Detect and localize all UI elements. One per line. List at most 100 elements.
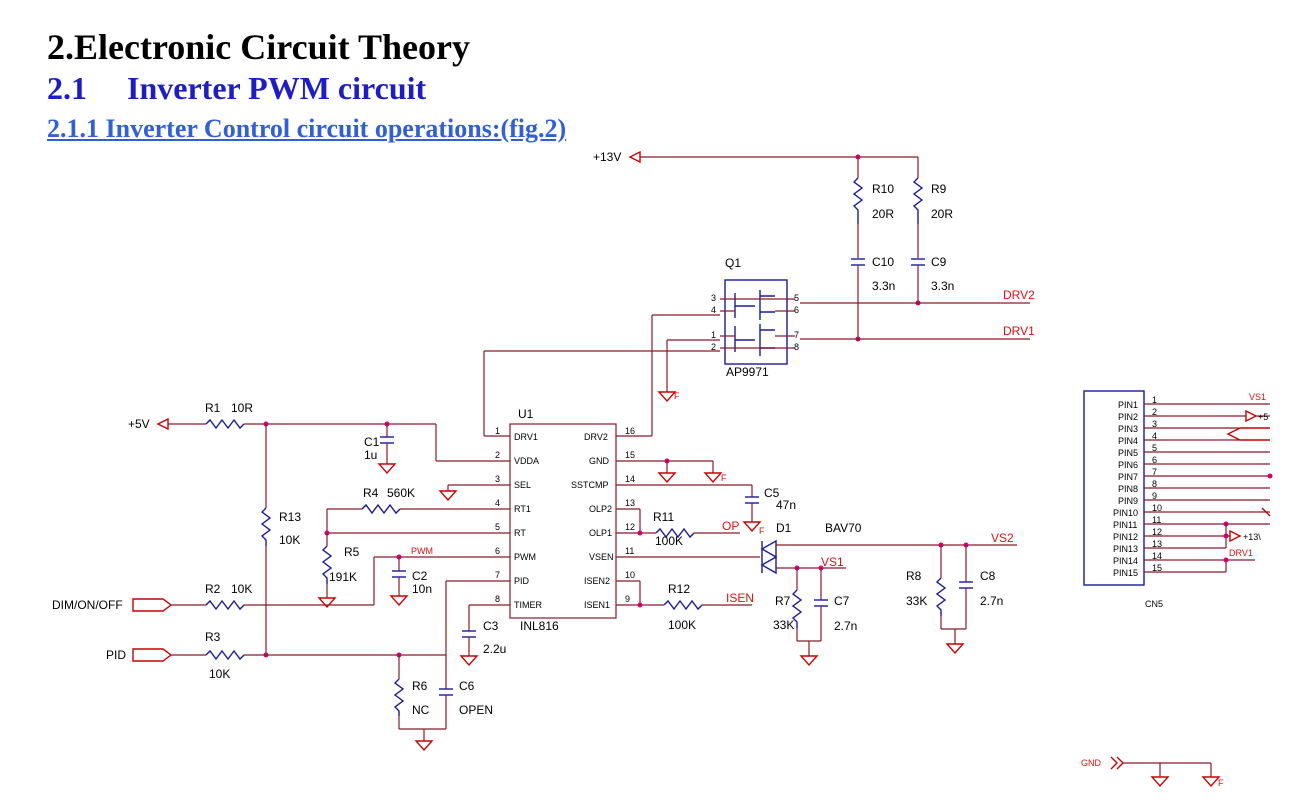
cn5-pin-num: 13 xyxy=(1152,539,1162,549)
r12-ref: R12 xyxy=(668,582,690,596)
u1-pin-name: VSEN xyxy=(589,552,614,562)
capacitor-c1 xyxy=(380,436,394,444)
ic-u1 xyxy=(509,423,617,619)
u1-pin-name: SSTCMP xyxy=(571,480,609,490)
resistor-r12 xyxy=(663,599,703,611)
u1-pin-num: 6 xyxy=(495,546,500,556)
cn5-pin-num: 12 xyxy=(1152,527,1162,537)
r4-value: 560K xyxy=(387,486,415,500)
r12-value: 100K xyxy=(668,618,696,632)
u1-pin-name: DRV2 xyxy=(584,432,608,442)
c5-value: 47n xyxy=(776,498,796,512)
u1-left-pins: 1 DRV1 2 VDDA 3 SEL 4 RT1 5 RT 6 PWM 7 P… xyxy=(495,426,542,610)
resistor-r13 xyxy=(260,507,272,546)
cn5-net-13v: +13\ xyxy=(1243,532,1261,542)
c8-value: 2.7n xyxy=(980,594,1003,608)
resistor-r9 xyxy=(912,177,924,224)
cn5-net-drv1: DRV1 xyxy=(1229,548,1253,558)
c10-value: 3.3n xyxy=(872,279,895,293)
u1-pin-name: OLP2 xyxy=(589,504,612,514)
subsubsection-title: 2.1.1 Inverter Control circuit operation… xyxy=(47,114,567,143)
net-label-pid: PID xyxy=(106,648,126,662)
q1-pin-5: 5 xyxy=(794,293,799,303)
cn5-pin-num: 1 xyxy=(1152,395,1157,405)
cn5-pin-num: 4 xyxy=(1152,431,1157,441)
q1-pin-4: 4 xyxy=(711,305,716,315)
r13-value: 10K xyxy=(279,533,300,547)
u1-pin-name: OLP1 xyxy=(589,528,612,538)
vcc13-rail xyxy=(628,150,919,178)
u1-pin-num: 8 xyxy=(495,594,500,604)
cn5-pin-name: PIN1 xyxy=(1118,400,1138,410)
r5-ref: R5 xyxy=(344,545,360,559)
subsection-number: 2.1 xyxy=(47,70,87,106)
d1-ref: D1 xyxy=(776,521,792,535)
cn5-pin-name: PIN12 xyxy=(1113,532,1138,542)
u1-right-pins: 16 DRV2 15 GND 14 SSTCMP 13 OLP2 12 OLP1… xyxy=(571,426,635,610)
resistor-r8 xyxy=(935,577,947,616)
q1-pin-7: 7 xyxy=(794,330,799,340)
net-label-13v: +13V xyxy=(593,150,621,164)
capacitor-c5 xyxy=(745,496,759,504)
net-label-isen: ISEN xyxy=(726,591,754,605)
q1-pin-6: 6 xyxy=(794,305,799,315)
cn5-pin-num: 10 xyxy=(1152,503,1162,513)
u1-pin-name: GND xyxy=(589,456,610,466)
c7-value: 2.7n xyxy=(834,619,857,633)
u1-pin-num: 13 xyxy=(625,498,635,508)
cn5-pin-num: 7 xyxy=(1152,467,1157,477)
net-label-op: OP xyxy=(722,519,739,533)
r7-value: 33K xyxy=(773,618,794,632)
r3-ref: R3 xyxy=(205,630,221,644)
u1-pin-num: 3 xyxy=(495,474,500,484)
cn5-pin-name: PIN5 xyxy=(1118,448,1138,458)
cn5-pin-name: PIN7 xyxy=(1118,472,1138,482)
u1-pin-num: 10 xyxy=(625,570,635,580)
resistor-r3 xyxy=(205,649,245,661)
q1-pin-8: 8 xyxy=(794,342,799,352)
q1-pin-2: 2 xyxy=(711,342,716,352)
q1-pin-3: 3 xyxy=(711,293,716,303)
d1-value: BAV70 xyxy=(825,521,862,535)
r11-value: 100K xyxy=(655,534,683,548)
c7-ref: C7 xyxy=(834,594,850,608)
cn5-net-5v: +5 xyxy=(1258,412,1268,422)
c5-ref: C5 xyxy=(764,486,780,500)
u1-pin-name: ISEN2 xyxy=(584,576,610,586)
q1-pin-1: 1 xyxy=(711,330,716,340)
u1-pin-num: 11 xyxy=(625,546,634,556)
c6-ref: C6 xyxy=(459,679,475,693)
resistor-r10 xyxy=(852,177,864,224)
u1-pin-num: 7 xyxy=(495,570,500,580)
c3-ref: C3 xyxy=(483,619,499,633)
cn5-pin-num: 14 xyxy=(1152,551,1162,561)
resistor-r1 xyxy=(205,418,245,430)
cn5-wires xyxy=(1144,403,1273,573)
r2-value: 10K xyxy=(231,582,252,596)
u1-pin-name: RT xyxy=(514,528,526,538)
u1-pin-name: PWM xyxy=(514,552,536,562)
u1-pin-num: 16 xyxy=(625,426,635,436)
capacitor-c9 xyxy=(911,258,925,266)
r5-value: 191K xyxy=(329,570,357,584)
gnd-f-label: F xyxy=(674,391,680,401)
cn5-pin-name: PIN3 xyxy=(1118,424,1138,434)
gnd-f-label: F xyxy=(721,473,727,483)
resistor-r2 xyxy=(205,599,245,611)
c6-value: OPEN xyxy=(459,703,493,717)
capacitor-c7 xyxy=(814,599,828,607)
cn5-pin-name: PIN6 xyxy=(1118,460,1138,470)
r13-ref: R13 xyxy=(279,510,301,524)
r4-ref: R4 xyxy=(363,486,379,500)
cn5-pin-name: PIN9 xyxy=(1118,496,1138,506)
cn5-pin-num: 15 xyxy=(1152,563,1162,573)
u1-pin-num: 15 xyxy=(625,450,635,460)
r1-value: 10R xyxy=(231,401,253,415)
resistor-r6 xyxy=(393,678,405,716)
u1-pin-name: RT1 xyxy=(514,504,531,514)
r2-ref: R2 xyxy=(205,582,221,596)
r9-ref: R9 xyxy=(931,182,947,196)
c2-ref: C2 xyxy=(412,569,428,583)
r10-ref: R10 xyxy=(872,182,894,196)
net-label-pwm: PWM xyxy=(411,546,433,556)
